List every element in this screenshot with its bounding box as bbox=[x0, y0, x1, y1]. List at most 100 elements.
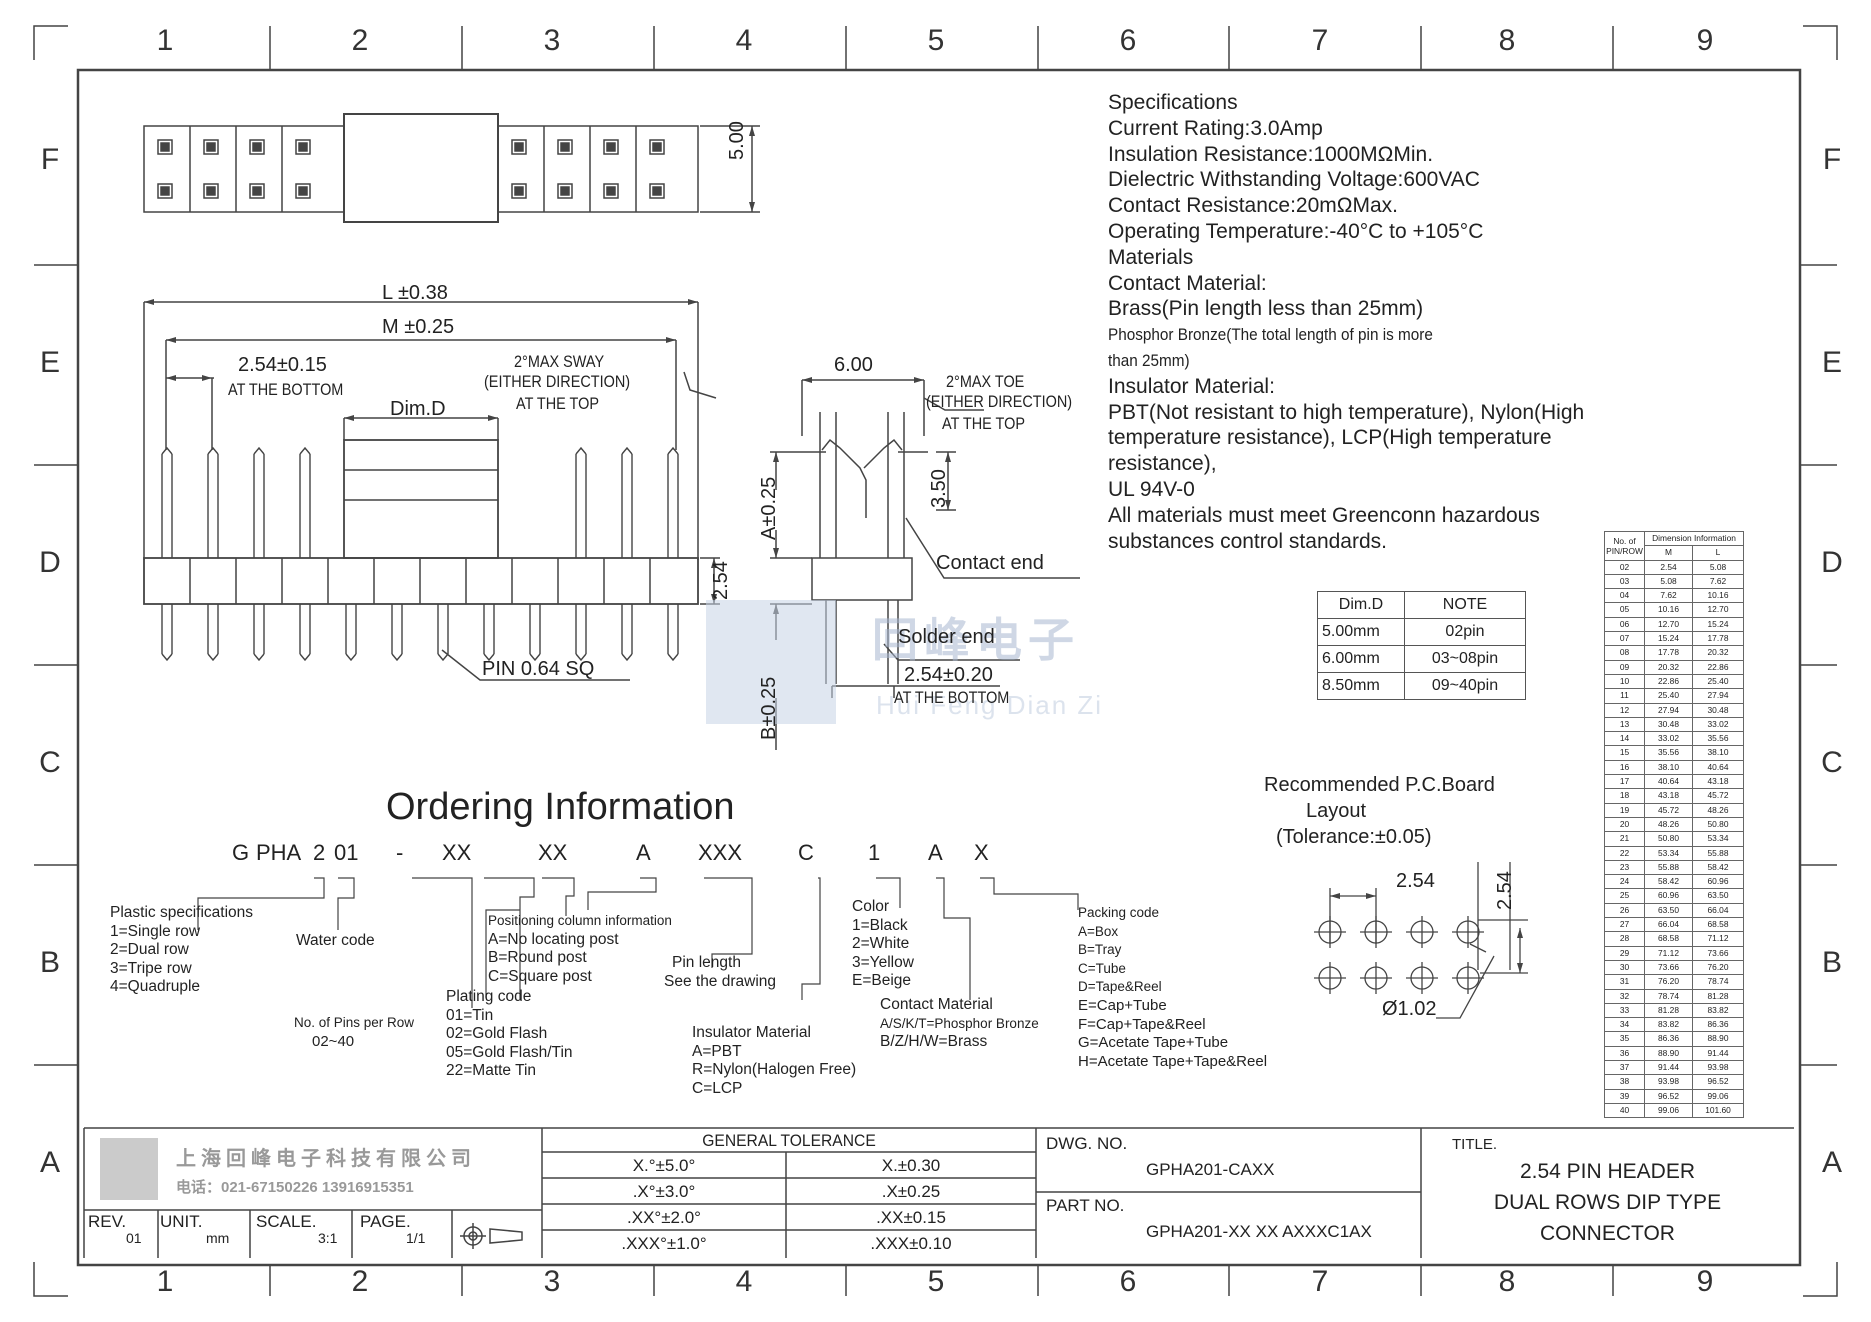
tolerance-cell: .X°±3.0° bbox=[632, 1182, 696, 1201]
page-label: PAGE. bbox=[360, 1212, 411, 1231]
note-cell: 03~08pin bbox=[1404, 645, 1526, 673]
company-name: 上海回峰电子科技有限公司 bbox=[176, 1148, 476, 1170]
pin-count-cell: 19 bbox=[1604, 802, 1645, 818]
code-segment: C bbox=[798, 840, 814, 865]
dim-d-cell: 8.50mm bbox=[1317, 672, 1405, 700]
list-item: R=Nylon(Halogen Free) bbox=[692, 1061, 857, 1079]
tolerance-cell: X.°±5.0° bbox=[632, 1156, 696, 1175]
spec-line: Specifications bbox=[1108, 91, 1238, 114]
list-item: B=Round post bbox=[488, 949, 587, 967]
spec-line: Brass(Pin length less than 25mm) bbox=[1108, 297, 1424, 321]
contact-material: Contact Material A/S/K/T=Phosphor Bronze… bbox=[880, 996, 1039, 1052]
m-cell: 66.04 bbox=[1644, 917, 1693, 933]
list-item: Pin length bbox=[672, 954, 741, 971]
code-segment: XXX bbox=[698, 840, 743, 865]
code-segment: - bbox=[396, 840, 404, 865]
l-cell: 27.94 bbox=[1692, 688, 1744, 704]
spec-line: resistance), bbox=[1108, 452, 1217, 476]
unit-label: UNIT. bbox=[160, 1212, 203, 1231]
pin-count-cell: 02 bbox=[1604, 559, 1645, 575]
code-segment: A bbox=[928, 840, 943, 865]
list-item: 2=Dual row bbox=[110, 941, 189, 959]
m-cell: 48.26 bbox=[1644, 816, 1693, 833]
toe-line-3: AT THE TOP bbox=[942, 414, 1025, 433]
list-item: A=No locating post bbox=[488, 930, 619, 948]
code-segment: G bbox=[232, 840, 250, 865]
pin-count-cell: 40 bbox=[1604, 1102, 1645, 1119]
m-cell: 33.02 bbox=[1644, 731, 1693, 747]
zone-col-label: 5 bbox=[927, 1265, 945, 1298]
pin-count-cell: 16 bbox=[1604, 759, 1645, 776]
list-item: Insulator Material bbox=[692, 1024, 811, 1041]
tolerance-cell: .XX°±2.0° bbox=[627, 1208, 701, 1227]
pin-count-cell: 22 bbox=[1604, 845, 1645, 861]
ordering-leaders bbox=[197, 877, 1079, 1008]
pin-count-cell: 14 bbox=[1604, 731, 1645, 747]
zone-col-label: 7 bbox=[1311, 24, 1329, 57]
list-item: No. of Pins per Row bbox=[294, 1015, 415, 1030]
pin-count-cell: 17 bbox=[1604, 774, 1645, 790]
zone-row-label: D bbox=[39, 546, 61, 579]
pin-count-cell: 31 bbox=[1604, 974, 1645, 990]
m-cell: 71.12 bbox=[1644, 945, 1693, 961]
dim-3-50: 3.50 bbox=[928, 469, 950, 508]
table-row: 8.50mm 09~40pin bbox=[1317, 672, 1526, 700]
code-segment: 1 bbox=[868, 840, 881, 865]
pin-count-header-line: PIN/ROW bbox=[1606, 545, 1643, 556]
l-cell: 66.04 bbox=[1692, 902, 1744, 919]
side-view bbox=[143, 301, 720, 681]
spec-line: UL 94V-0 bbox=[1108, 477, 1195, 501]
code-segment: X bbox=[974, 840, 989, 865]
l-cell: 20.32 bbox=[1692, 645, 1744, 661]
list-item: 1=Single row bbox=[110, 922, 201, 940]
m-cell: 60.96 bbox=[1644, 888, 1693, 904]
list-item: D=Tape&Reel bbox=[1078, 979, 1162, 995]
m-cell: 20.32 bbox=[1644, 659, 1693, 675]
specifications: Specifications Current Rating:3.0Amp Ins… bbox=[1108, 90, 1584, 554]
zone-col-label: 1 bbox=[156, 24, 174, 57]
m-cell: 45.72 bbox=[1644, 802, 1693, 818]
l-cell: 55.88 bbox=[1692, 845, 1744, 861]
list-item: 01=Tin bbox=[446, 1006, 494, 1024]
pins-per-row: No. of Pins per Row 02~40 bbox=[294, 1014, 414, 1051]
l-cell: 63.50 bbox=[1692, 888, 1744, 904]
l-cell: 91.44 bbox=[1692, 1045, 1744, 1061]
note-cell: 02pin bbox=[1404, 618, 1526, 646]
l-cell: 73.66 bbox=[1692, 945, 1744, 961]
table-row: 5.00mm 02pin bbox=[1317, 618, 1526, 646]
dim-d-cell: 6.00mm bbox=[1317, 645, 1405, 673]
tolerance-cell: .XX±0.15 bbox=[876, 1208, 946, 1227]
watermark-cn: 回峰电子 bbox=[872, 614, 1080, 666]
l-cell: 101.60 bbox=[1692, 1102, 1744, 1119]
list-item: 2=White bbox=[852, 935, 910, 953]
general-tolerance-title: GENERAL TOLERANCE bbox=[702, 1131, 876, 1150]
m-cell: 12.70 bbox=[1644, 616, 1693, 633]
zone-col-label: 2 bbox=[351, 1265, 369, 1298]
tolerance-cell: .X±0.25 bbox=[881, 1182, 941, 1201]
l-cell: 25.40 bbox=[1692, 673, 1744, 690]
l-cell: 10.16 bbox=[1692, 588, 1744, 604]
m-cell: 5.08 bbox=[1644, 573, 1693, 590]
spec-line: Phosphor Bronze(The total length of pin … bbox=[1108, 325, 1433, 345]
toe-line-2: (EITHER DIRECTION) bbox=[926, 392, 1073, 411]
m-cell: 40.64 bbox=[1644, 774, 1693, 790]
drawing-title: 2.54 PIN HEADER DUAL ROWS DIP TYPE CONNE… bbox=[1421, 1156, 1794, 1249]
m-cell: 30.48 bbox=[1644, 716, 1693, 733]
pcb-title-3: (Tolerance:±0.05) bbox=[1276, 826, 1432, 848]
